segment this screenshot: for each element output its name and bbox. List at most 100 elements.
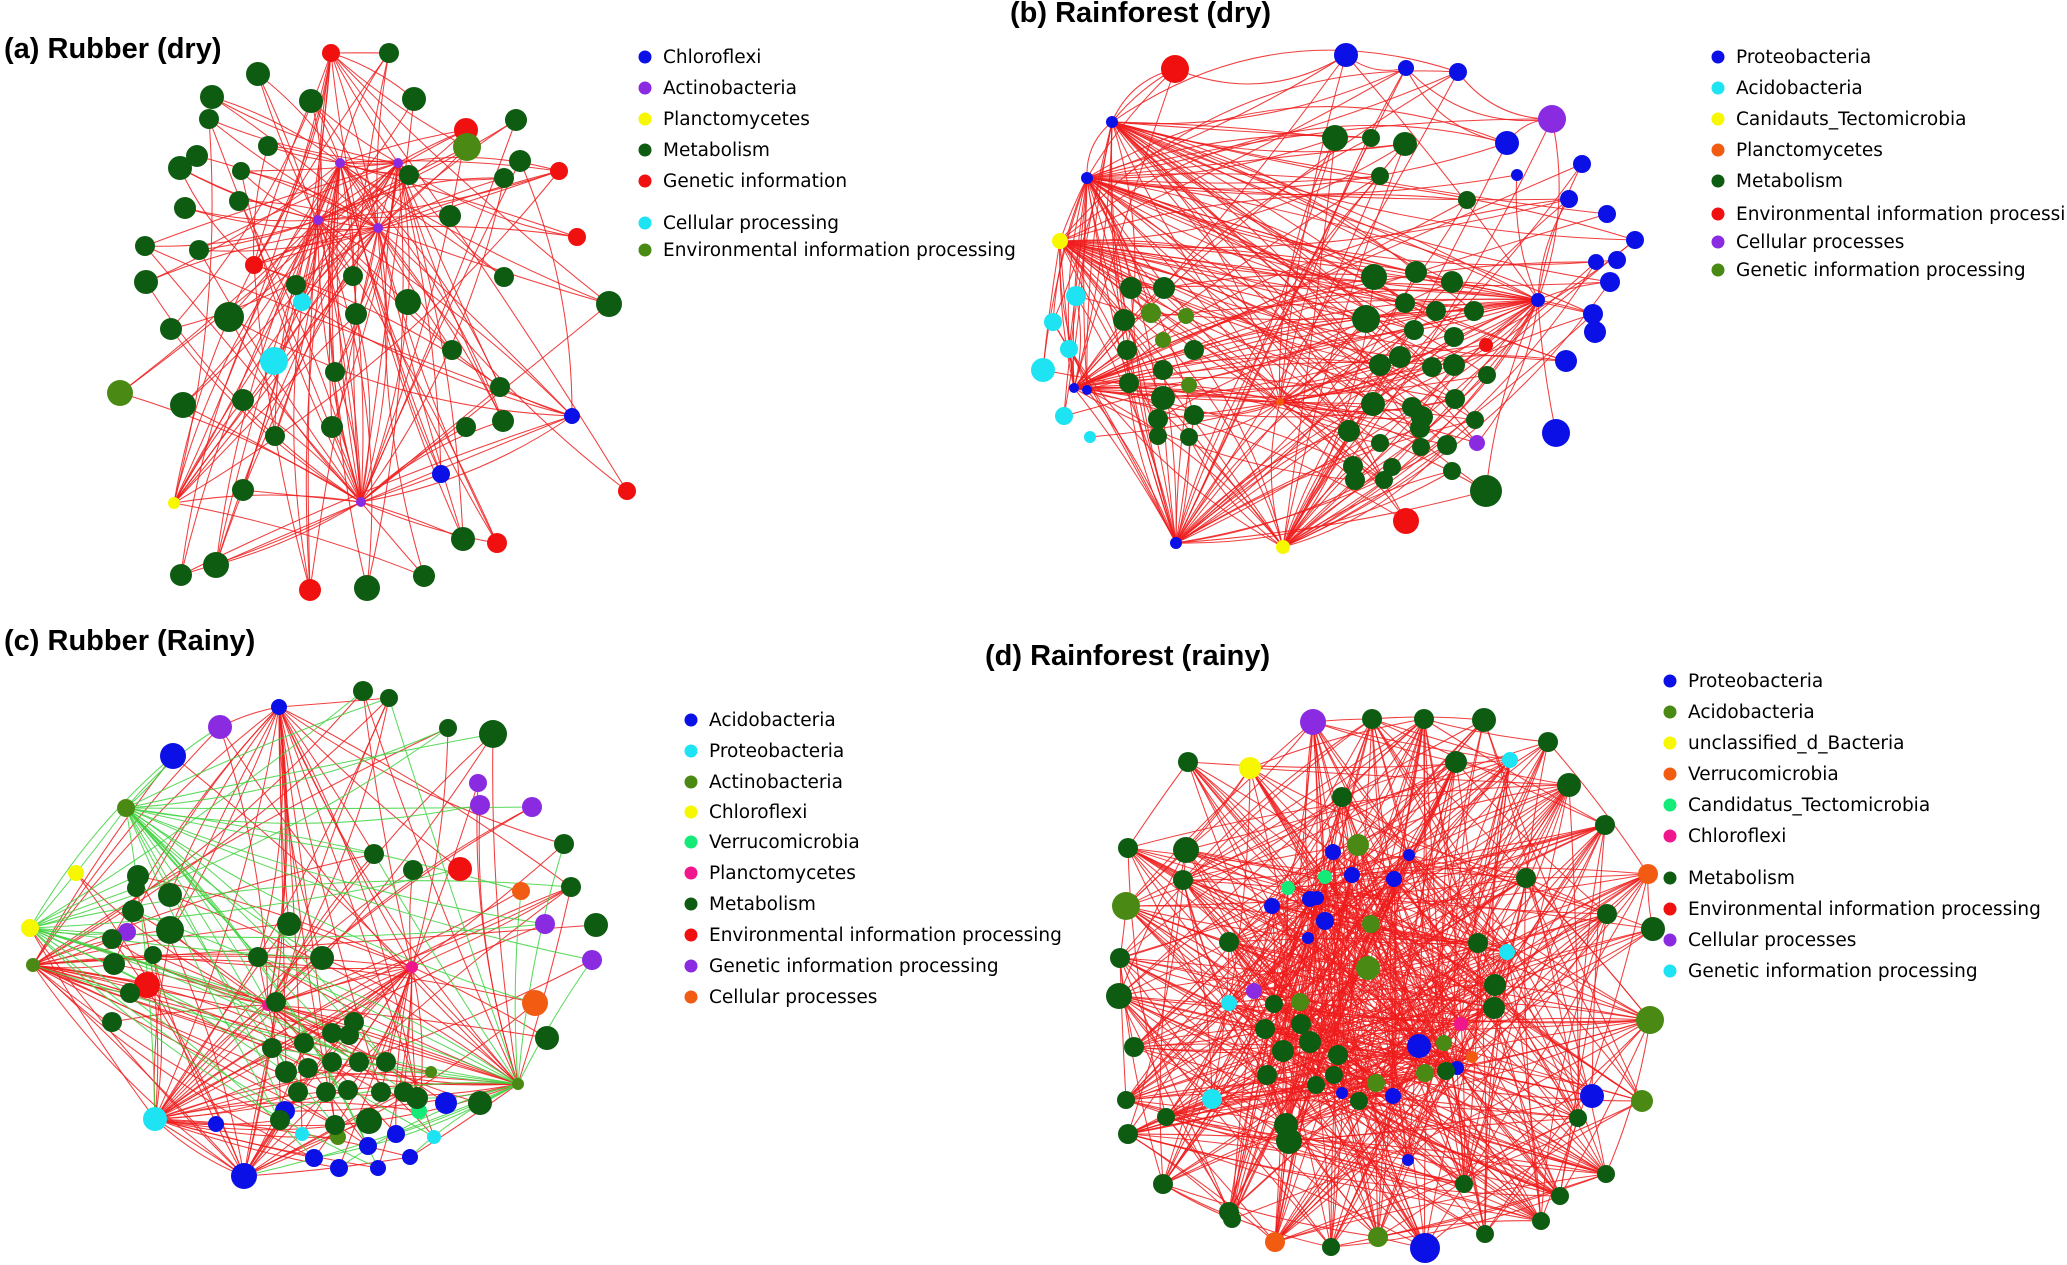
- network-edge: [137, 875, 245, 1177]
- network-edge: [29, 927, 360, 1063]
- network-edge: [1282, 299, 1539, 548]
- network-edge: [411, 966, 418, 1099]
- network-node-darkgreen: [134, 270, 158, 294]
- network-edge: [1133, 1046, 1287, 1126]
- network-edge: [169, 894, 519, 1085]
- network-node-darkgreen: [1458, 191, 1476, 209]
- network-edge: [1371, 718, 1606, 826]
- network-edge: [1130, 287, 1281, 403]
- legend-marker: [638, 50, 652, 64]
- network-edge: [144, 245, 573, 417]
- network-node-darkgreen: [343, 266, 363, 286]
- network-node-darkgreen: [1328, 1045, 1348, 1065]
- network-node-darkgreen: [1118, 838, 1138, 858]
- network-node-darkgreen: [1414, 709, 1434, 729]
- network-node-darkgreen: [1257, 1065, 1277, 1085]
- network-node-darkgreen: [174, 197, 196, 219]
- network-node-cyan: [293, 293, 311, 311]
- network-edge: [492, 733, 519, 1085]
- network-edge: [29, 690, 364, 929]
- network-edge: [1187, 761, 1643, 1102]
- network-node-darkgreen: [1468, 933, 1488, 953]
- network-edge: [1059, 70, 1459, 242]
- network-node-darkgreen: [322, 1052, 342, 1072]
- network-edge: [208, 118, 362, 503]
- network-edge: [1249, 718, 1425, 769]
- network-node-darkgreen: [1641, 917, 1665, 941]
- network-node-darkgreen: [403, 860, 423, 880]
- network-edge: [1279, 54, 1347, 403]
- network-edge: [29, 727, 449, 929]
- network-edge: [184, 207, 379, 231]
- network-edge: [1559, 1019, 1651, 1197]
- network-edge: [1165, 1019, 1651, 1118]
- network-edge: [180, 162, 341, 576]
- legend-marker: [1663, 736, 1677, 750]
- network-edge: [1337, 942, 1479, 1056]
- network-edge: [278, 706, 287, 1073]
- legend-label: Chloroflexi: [663, 47, 761, 68]
- network-edge: [330, 52, 468, 148]
- network-edge: [1271, 878, 1395, 907]
- network-node-darkgreen: [288, 1082, 308, 1102]
- network-node-olive: [1291, 993, 1309, 1011]
- network-node-blue: [231, 1163, 257, 1189]
- network-edge: [519, 160, 573, 417]
- network-edge: [240, 170, 319, 221]
- network-edge: [1165, 1116, 1290, 1142]
- legend-label: Cellular processes: [1688, 930, 1856, 951]
- legend-marker: [638, 112, 652, 126]
- network-edge: [1187, 761, 1334, 853]
- network-node-darkgreen: [1299, 1031, 1321, 1053]
- network-edge: [29, 875, 139, 929]
- network-node-darkgreen: [339, 1025, 359, 1045]
- network-edge: [1228, 761, 1457, 1213]
- network-edge: [1059, 240, 1385, 481]
- network-edge: [1309, 718, 1425, 1043]
- network-edge: [29, 927, 287, 1073]
- panel-b-title: (b) Rainforest (dry): [1010, 0, 1271, 29]
- network-node-darkgreen: [1410, 418, 1430, 438]
- network-node-blue: [1334, 43, 1358, 67]
- network-node-blue: [1386, 871, 1402, 887]
- network-edge: [29, 927, 323, 959]
- network-node-darkgreen: [380, 689, 398, 707]
- network-edge: [1485, 299, 1539, 492]
- network-edge: [1371, 718, 1511, 761]
- network-edge: [1162, 339, 1284, 548]
- network-edge: [278, 706, 382, 1093]
- network-node-darkgreen: [1361, 392, 1385, 416]
- network-edge: [1483, 719, 1643, 1102]
- network-node-darkgreen: [321, 416, 343, 438]
- network-edge: [173, 219, 319, 504]
- network-edge: [360, 501, 498, 544]
- network-node-olive: [1368, 1227, 1388, 1247]
- network-node-darkgreen: [1445, 751, 1467, 773]
- legend-marker: [1711, 235, 1725, 249]
- network-node-blue: [564, 408, 580, 424]
- network-edge: [360, 415, 573, 503]
- network-node-orange: [1276, 398, 1284, 406]
- network-edge: [1309, 1041, 1332, 1248]
- network-node-darkgreen: [1441, 271, 1463, 293]
- network-edge: [1408, 854, 1654, 930]
- network-edge: [1083, 177, 1088, 391]
- network-edge: [1273, 718, 1373, 1005]
- network-node-blue: [1600, 272, 1620, 292]
- network-node-darkgreen: [1106, 983, 1132, 1009]
- network-edge: [517, 886, 572, 1085]
- network-edge: [1525, 877, 1607, 1175]
- network-node-darkgreen: [1395, 293, 1415, 313]
- legend-label: Verrucomicrobia: [1688, 764, 1839, 785]
- network-edge: [1266, 984, 1496, 1076]
- network-edge: [1165, 1116, 1230, 1213]
- network-edge: [1165, 928, 1654, 1118]
- legend-c: AcidobacteriaProteobacteriaActinobacteri…: [684, 710, 1062, 1008]
- network-edge: [1125, 741, 1549, 1101]
- network-edge: [125, 807, 281, 1121]
- network-edge: [253, 129, 467, 266]
- network-edge: [1288, 1140, 1465, 1185]
- network-edge: [1193, 349, 1284, 548]
- network-edge: [172, 755, 519, 1085]
- network-node-pink: [1454, 1017, 1468, 1031]
